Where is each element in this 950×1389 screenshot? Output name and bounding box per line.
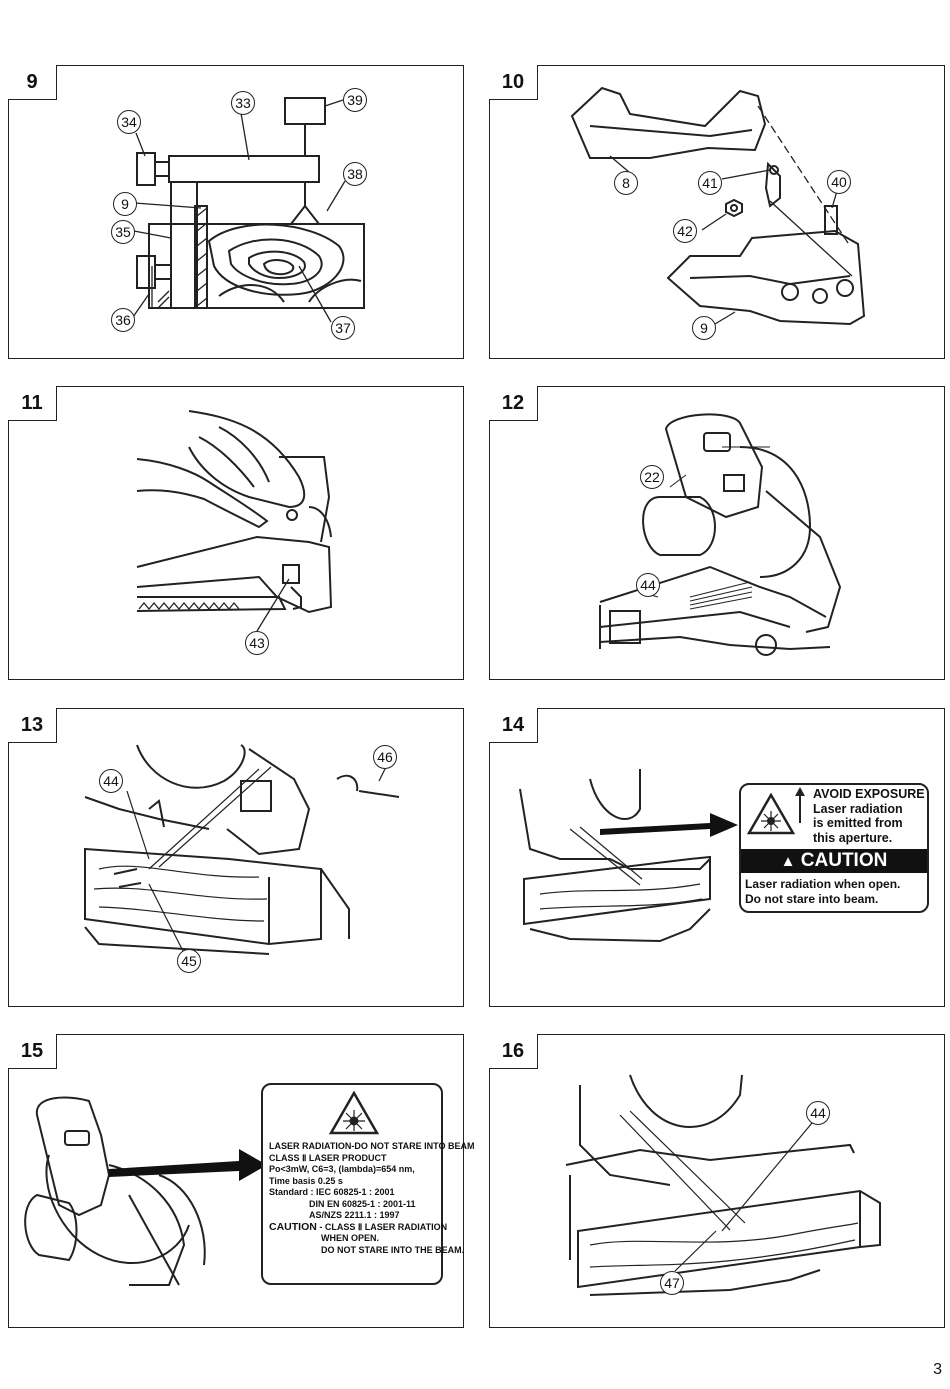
caution-footer: Laser radiation when open. Do not stare … (745, 877, 900, 907)
callout-9: 9 (692, 316, 716, 340)
laser-warning-label: AVOID EXPOSURE Laser radiation is emitte… (739, 783, 929, 913)
caution-line: CAUTION - CLASS Ⅱ LASER RADIATION (269, 1220, 475, 1234)
caution-line: DO NOT STARE INTO THE BEAM. (321, 1244, 465, 1255)
callout-44: 44 (99, 769, 123, 793)
class-ii-laser-label: LASER RADIATION-DO NOT STARE INTO BEAM C… (261, 1083, 475, 1285)
label-line: Time basis 0.25 s (269, 1175, 343, 1186)
callout-33: 33 (231, 91, 255, 115)
laser-product-text: LASER RADIATION-DO NOT STARE INTO BEAM C… (269, 1141, 475, 1256)
figure-9-panel: 9 (8, 65, 464, 359)
page-number: 3 (933, 1361, 942, 1378)
figure-10-panel: 10 8 41 40 42 9 (489, 65, 945, 359)
figure-16-panel: 16 44 47 (489, 1034, 945, 1328)
laser-bracket-assembly-illustration (570, 86, 866, 326)
callout-37: 37 (331, 316, 355, 340)
laser-hazard-icon (747, 793, 795, 835)
callout-35: 35 (111, 220, 135, 244)
footer-line: Laser radiation when open. (745, 877, 901, 891)
label-line: Po<3mW, C6=3, (lambda)=654 nm, (269, 1164, 415, 1174)
laser-hazard-icon (329, 1091, 379, 1135)
callout-36: 36 (111, 308, 135, 332)
callout-41: 41 (698, 171, 722, 195)
callout-8: 8 (614, 171, 638, 195)
label-line: Standard : IEC 60825-1 : 2001 (269, 1187, 395, 1197)
caution-word: CAUTION (269, 1220, 317, 1233)
callout-9: 9 (113, 192, 137, 216)
miter-saw-laser-line-illustration (599, 413, 842, 656)
callout-39: 39 (343, 88, 367, 112)
vise-clamp-illustration (132, 97, 365, 323)
caution-text: CAUTION (800, 850, 888, 871)
caution-detail: - CLASS Ⅱ LASER RADIATION (319, 1221, 448, 1232)
label-line: LASER RADIATION-DO NOT STARE INTO BEAM (269, 1141, 475, 1151)
caution-line: WHEN OPEN. (321, 1233, 380, 1243)
header-line: Laser radiation (813, 801, 903, 816)
footer-line: Do not stare into beam. (745, 892, 879, 906)
figure-14-panel: 14 AVOID EXPOSURE La (489, 708, 945, 1007)
figure-number: 12 (489, 386, 538, 421)
figure-number: 9 (8, 65, 57, 100)
header-line: AVOID EXPOSURE (813, 787, 925, 801)
callout-22: 22 (640, 465, 664, 489)
callout-47: 47 (660, 1271, 684, 1295)
header-line: is emitted from (813, 816, 903, 830)
callout-40: 40 (827, 170, 851, 194)
figure-number: 16 (489, 1034, 538, 1069)
figure-12-panel: 12 22 44 (489, 386, 945, 680)
laser-aperture-illustration (519, 769, 738, 943)
arrow-up-icon (795, 787, 805, 823)
callout-42: 42 (673, 219, 697, 243)
callout-44: 44 (806, 1101, 830, 1125)
figure-number: 15 (8, 1034, 57, 1069)
header-line: this aperture. (813, 830, 893, 845)
callout-38: 38 (343, 162, 367, 186)
caution-banner: ▲ CAUTION (741, 849, 927, 873)
laser-switch-hand-illustration (136, 410, 333, 632)
figure-number: 13 (8, 708, 57, 743)
callout-34: 34 (117, 110, 141, 134)
callout-43: 43 (245, 631, 269, 655)
saw-handle-label-location-illustration (24, 1096, 267, 1286)
laser-adjustment-illustration (84, 744, 400, 960)
avoid-exposure-text: AVOID EXPOSURE Laser radiation is emitte… (813, 787, 925, 845)
figure-15-panel: 15 LASER RADIATION-DO NOT STARE INTO BEA… (8, 1034, 475, 1328)
figure-number: 11 (8, 386, 57, 421)
warning-triangle-icon: ▲ (780, 853, 796, 870)
callout-46: 46 (373, 745, 397, 769)
label-line: DIN EN 60825-1 : 2001-11 (309, 1198, 416, 1209)
figure-11-panel: 11 43 (8, 386, 464, 680)
label-line: AS/NZS 2211.1 : 1997 (309, 1210, 400, 1220)
laser-line-on-workpiece-illustration (565, 1074, 881, 1296)
callout-44: 44 (636, 573, 660, 597)
callout-45: 45 (177, 949, 201, 973)
figure-number: 14 (489, 708, 538, 743)
label-line: CLASS Ⅱ LASER PRODUCT (269, 1152, 387, 1163)
figure-number: 10 (489, 65, 538, 100)
figure-13-panel: 13 46 44 45 (8, 708, 464, 1007)
